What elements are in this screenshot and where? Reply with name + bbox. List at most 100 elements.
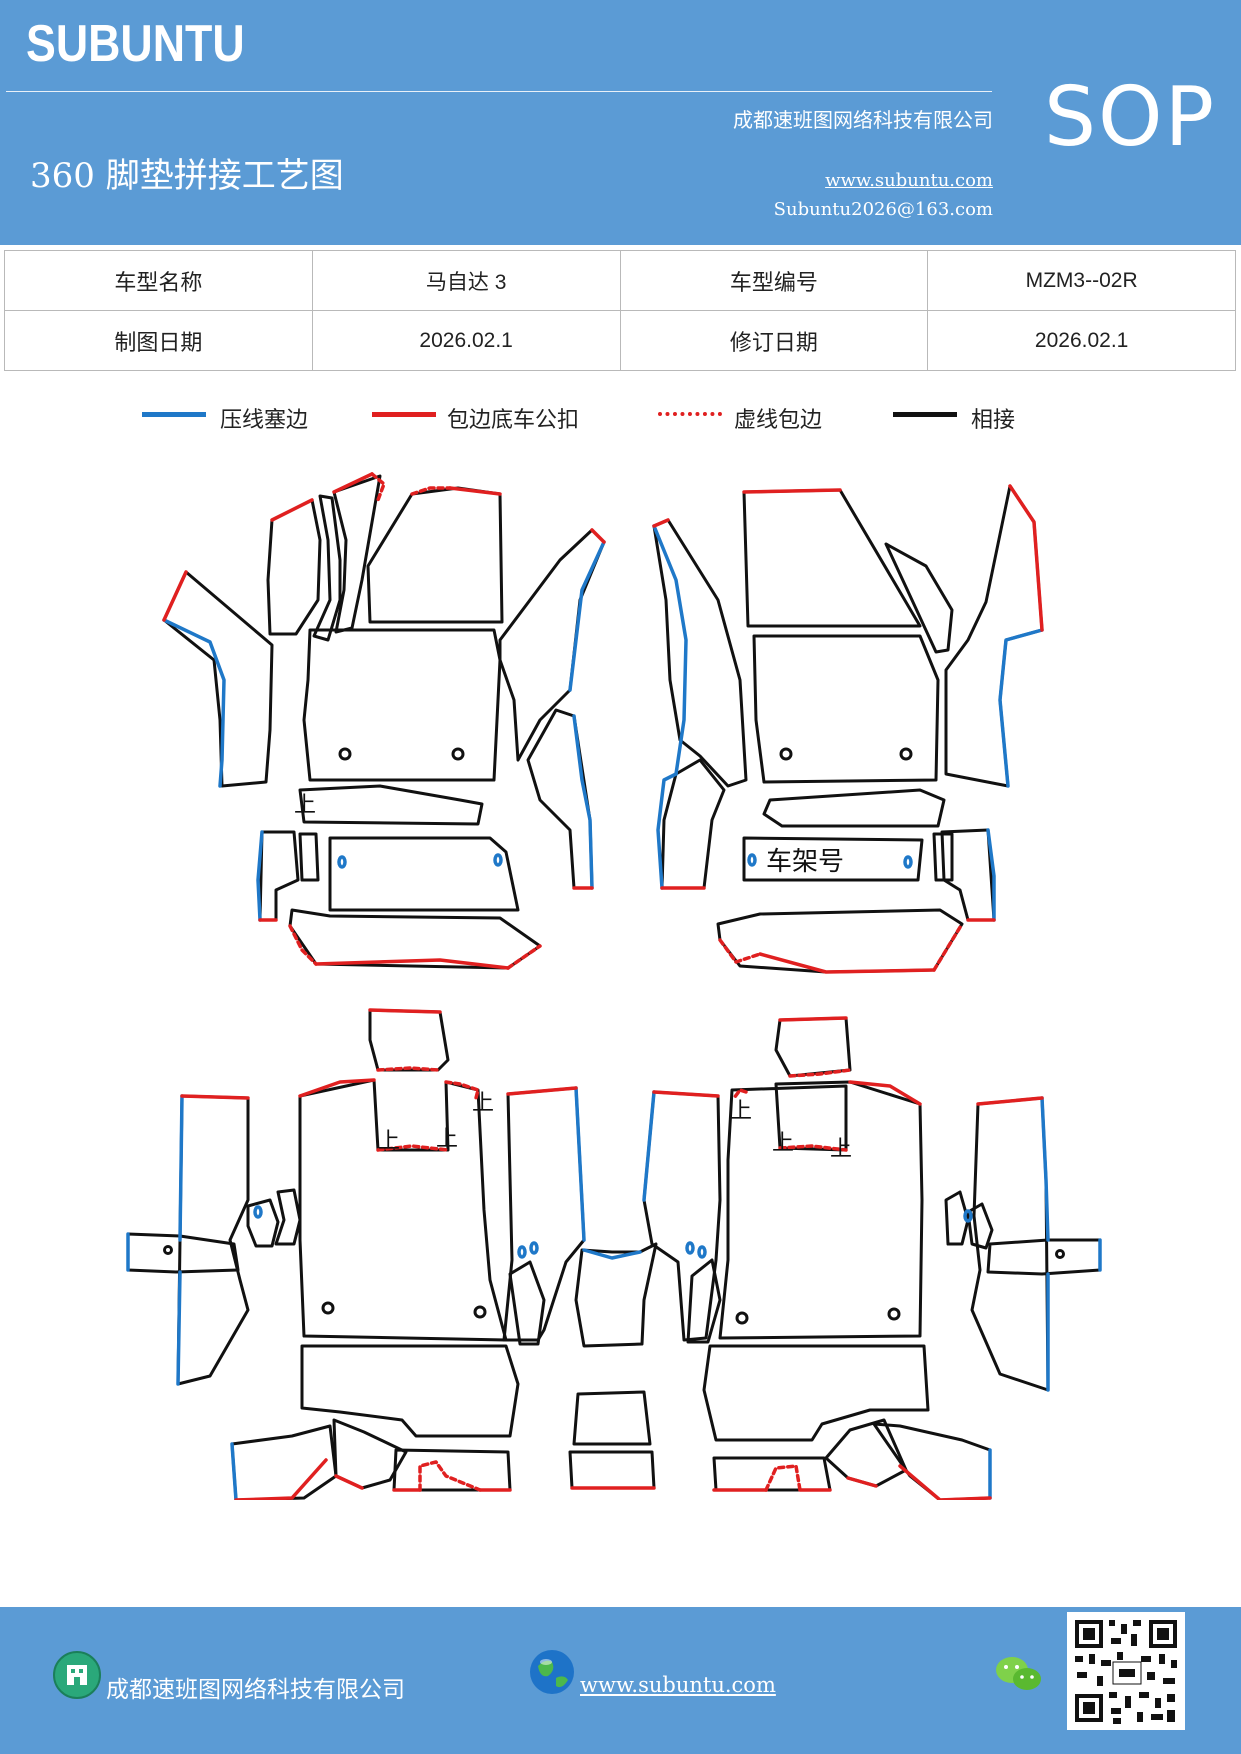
model-code-label: 车型编号 (619, 250, 929, 311)
wrap-edge (298, 1078, 376, 1098)
wrap-edge (334, 1474, 364, 1490)
dotted-wrap-edge (732, 1088, 748, 1100)
mat-piece (230, 1424, 338, 1500)
press-line-edge (572, 714, 594, 890)
legend-swatch-black (893, 412, 957, 417)
dotted-wrap-edge (778, 1144, 848, 1152)
press-line-edge (986, 828, 996, 922)
up-marker: 上 (378, 1129, 400, 1154)
mat-piece (126, 1232, 240, 1274)
header-website-link[interactable]: www.subuntu.com (825, 170, 993, 191)
mat-piece (884, 542, 954, 654)
legend-swatch-blue (142, 412, 206, 417)
model-code-value: MZM3--02R (927, 250, 1236, 311)
frame-number-label: 车架号 (766, 847, 844, 877)
up-marker: 上 (730, 1099, 752, 1124)
wrap-edge (1008, 484, 1044, 632)
mat-piece (568, 1450, 656, 1490)
wrap-edge (506, 1086, 578, 1096)
press-line-edge (574, 1086, 586, 1242)
wrap-edge (332, 472, 374, 494)
brand-logo: SUBUNTU (26, 15, 245, 73)
mat-piece (652, 518, 748, 788)
mat-piece (162, 570, 274, 788)
dotted-wrap-edge (418, 1460, 482, 1492)
dotted-wrap-edge (288, 924, 318, 966)
wrap-edge (590, 528, 606, 544)
wrap-edge (652, 518, 670, 528)
legend-swatch-red (372, 412, 436, 417)
dotted-wrap-edge (370, 472, 386, 502)
mat-piece (762, 788, 946, 828)
press-line-edge (162, 618, 226, 788)
up-marker: 上 (772, 1131, 794, 1156)
mat-hole (451, 747, 465, 761)
legend-label: 包边底车公扣 (447, 408, 580, 433)
dotted-wrap-edge (764, 1464, 802, 1492)
mat-piece (572, 1390, 652, 1446)
wrap-edge (652, 1090, 720, 1098)
clip-mark (963, 1209, 973, 1223)
dotted-wrap-edge (718, 938, 762, 964)
press-line-edge (642, 1090, 656, 1202)
building-icon (53, 1651, 101, 1699)
mat-hole (887, 1307, 901, 1321)
wrap-edge (758, 952, 936, 974)
mat-piece (966, 1202, 994, 1250)
footer-website-link[interactable]: www.subuntu.com (580, 1673, 776, 1697)
dotted-wrap-edge (506, 944, 542, 970)
clip-mark (685, 1241, 695, 1255)
mat-piece (508, 1260, 546, 1346)
draw-date-value: 2026.02.1 (311, 310, 621, 371)
wrap-edge (162, 570, 188, 622)
mat-hole (899, 747, 913, 761)
globe-icon (530, 1650, 574, 1694)
page-title: 360 脚垫拼接工艺图 (30, 156, 344, 196)
mat-piece (300, 1344, 520, 1438)
mat-piece (526, 708, 594, 890)
mat-piece (716, 908, 964, 974)
press-line-edge (652, 524, 688, 776)
clip-mark (253, 1205, 263, 1219)
wrap-edge (180, 1094, 250, 1100)
mat-hole (321, 1301, 335, 1315)
legend-label: 虚线包边 (734, 408, 823, 433)
mat-piece (986, 1238, 1102, 1276)
mat-piece (298, 1078, 508, 1342)
sop-badge: SOP (1044, 70, 1217, 165)
up-marker: 上 (830, 1137, 852, 1162)
revise-date-value: 2026.02.1 (927, 310, 1236, 371)
dotted-wrap-edge (444, 1080, 480, 1100)
mat-piece (298, 784, 484, 826)
mat-piece (368, 1008, 450, 1072)
mat-piece (312, 494, 342, 642)
legend-swatch-red-dotted (658, 412, 722, 416)
clip-mark (529, 1241, 539, 1255)
mat-hole (779, 747, 793, 761)
model-name-label: 车型名称 (4, 250, 313, 311)
mat-piece (328, 836, 520, 912)
table-row: 制图日期 2026.02.1 修订日期 2026.02.1 (4, 310, 1236, 371)
clip-mark (747, 853, 757, 867)
mat-piece (702, 1344, 930, 1442)
mat-piece (298, 832, 320, 882)
press-line-edge (1040, 1096, 1050, 1242)
model-name-value: 马自达 3 (311, 250, 621, 311)
clip-mark (697, 1245, 707, 1259)
mat-hole (338, 747, 352, 761)
legend-label: 压线塞边 (220, 408, 309, 433)
wrap-edge (848, 1080, 922, 1106)
mat-hole (163, 1245, 173, 1255)
vehicle-info-table: 车型名称 马自达 3 车型编号 MZM3--02R 制图日期 2026.02.1… (4, 250, 1236, 371)
press-line-edge (998, 628, 1044, 788)
mat-piece (774, 1016, 852, 1078)
mat-piece (332, 474, 382, 634)
wrap-edge (898, 1464, 992, 1500)
mat-piece (302, 628, 502, 782)
legend-label: 相接 (971, 408, 1016, 433)
mat-piece (742, 836, 924, 882)
mat-piece (366, 486, 504, 624)
mat-piece (574, 1242, 658, 1348)
dotted-wrap-edge (932, 922, 964, 972)
mat-piece (274, 1188, 302, 1246)
